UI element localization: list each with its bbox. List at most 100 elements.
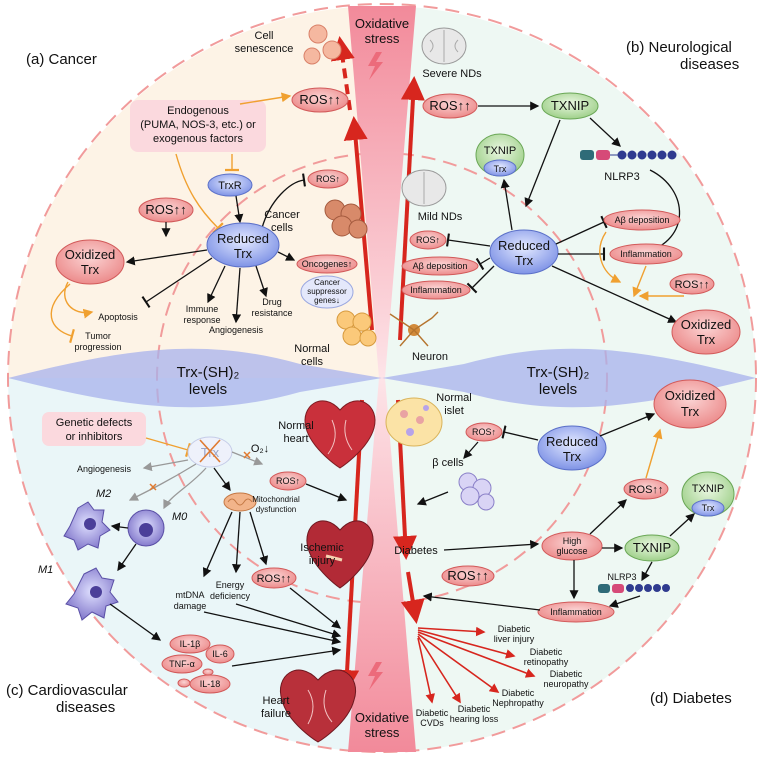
title-neuro-line1: (b) Neurological [626,39,732,56]
cvd-line2: CVDs [420,718,444,728]
reduced-trx-cancer [206,222,280,268]
oxidized-trx-cancer [55,239,125,285]
factors-to-ros-arrow [239,92,292,105]
angiogenesis-cardio-label: Angiogenesis [77,464,132,474]
fan-arrow-retino [417,629,516,659]
title-cancer: (a) Cancer [26,51,97,68]
mtdna-line1: mtDNA [176,590,205,600]
reduced-trx-cancer-line2: Trx [234,246,253,261]
neuropathy-line2: neuropathy [543,679,589,689]
trx-inhibit-inflammation-left [466,265,495,294]
mild-brain-icon [401,169,447,207]
cell-senescence-line1: Cell [255,30,274,42]
mitochondria-icon [223,492,257,512]
normal-heart-line1: Normal [278,420,313,432]
mtdna-to-failure-arrow [203,611,342,645]
ros-to-stress-arrow [305,483,348,502]
mito-to-energy-arrow [231,511,242,574]
trx-to-drug [255,265,268,298]
levels-left-line1: Trx-(SH)₂ [177,364,240,381]
abeta-neuro-right-label: Aβ deposition [615,215,670,225]
severe-brain-icon [421,27,467,65]
cardio-bg [8,378,382,752]
mito-to-mtdna-arrow [202,511,233,578]
suppressor-line3: genes↓ [314,296,340,305]
reduced-trx-neuro-line2: Trx [515,253,534,268]
oncogenes-node [296,254,358,274]
cvd-line1: Diabetic [416,708,449,718]
trx-inhibit-apoptosis [141,257,213,308]
genetic-inhibit-trx [145,437,191,458]
retino-line2: retinopathy [524,657,569,667]
ros-high-diabetes-top-label: ROS↑↑ [629,484,664,496]
ros-high-senescence-label: ROS↑↑ [299,92,340,107]
normal-islet-line2: islet [444,405,464,417]
energy-to-failure-arrow [235,603,342,639]
ros-to-failure-arrow [289,587,342,629]
inflammation-to-stress-arrow [422,592,541,611]
stress-wedge-bottom [348,378,416,752]
heart-failure-line1: Heart [263,695,290,707]
macrophage-m2-icon [63,501,111,551]
fan-arrow-liver [417,626,486,637]
m1-label: M1 [38,564,53,576]
ros-high-diabetes-label: ROS↑↑ [447,568,488,583]
liver-line1: Diabetic [498,624,531,634]
oxidized-trx-cancer-line1: Oxidized [65,247,116,262]
normal-cells-line1: Normal [294,343,329,355]
txnip-neuro [541,92,599,120]
high-glucose-line1: High [563,536,582,546]
factors-box [130,100,266,152]
beta-cells-icon [458,472,495,511]
o2-label: O₂↓ [251,443,269,455]
ros-high-cardio-label: ROS↑↑ [257,573,292,585]
ros-high-neuro-right-label: ROS↑↑ [675,279,710,291]
angiogenesis-cancer-label: Angiogenesis [209,325,264,335]
stress-wedge-top [348,6,416,378]
mild-nds-label: Mild NDs [418,211,463,223]
cytokine-dot-2 [177,678,191,688]
oxidized-trx-neuro-line2: Trx [697,332,716,347]
txnip-to-trx-arrow [524,119,561,208]
nlrp3-to-inflammation-arrow [608,595,641,608]
fan-arrow-nephro [417,633,500,693]
genetic-line2: or inhibitors [66,431,123,443]
trx-to-oxidized-neuro [551,265,678,323]
trx-to-txnip-complex-arrow [500,178,513,231]
cancer-cells-icon [324,199,368,239]
il6-label: IL-6 [212,649,228,659]
oxidized-inhibit-tumor [50,283,75,344]
suppressor-line1: Cancer [314,278,340,287]
neuro-progress-arrow [398,76,425,341]
nlrp3-neuro-icon [580,150,677,160]
cancer-panel: Cell senescence ROS↑↑ Endogenous (PUMA, … [50,24,377,368]
title-neuro-line2: diseases [680,56,739,73]
ros-to-beta-arrow [463,441,479,459]
immune-line2: response [183,315,220,325]
trx-to-ros-gray [231,451,264,466]
reduced-trx-neuro [489,229,559,275]
macrophage-m1-icon [65,567,119,621]
stress-top-line2: stress [365,31,400,46]
liver-line2: liver injury [494,634,535,644]
normal-islet-icon [385,397,443,447]
diabetes-to-glucose-arrow [443,539,540,551]
m0-to-m2-arrow [110,522,129,532]
nephro-line2: Nephropathy [492,698,544,708]
complications-fan [417,626,536,704]
neuropathy-line1: Diabetic [550,669,583,679]
nlrp3-diabetes-icon [598,584,670,593]
trxr-node [207,173,253,197]
trx-to-immune [207,265,226,304]
ros-up-cancer [307,169,349,189]
fan-arrow-cvd [417,637,435,704]
oxidized-trx-diabetes-line1: Oxidized [665,388,716,403]
inflammation-to-ros-orange [632,265,647,298]
normal-heart-line2: heart [283,433,308,445]
inflammation-diabetes [537,601,615,623]
reduced-trx-diabetes-line1: Reduced [546,434,598,449]
ros-up-cardio-label: ROS↑ [276,476,300,486]
normal-cells-icon [336,310,377,347]
oxidized-to-apoptosis [64,281,94,319]
